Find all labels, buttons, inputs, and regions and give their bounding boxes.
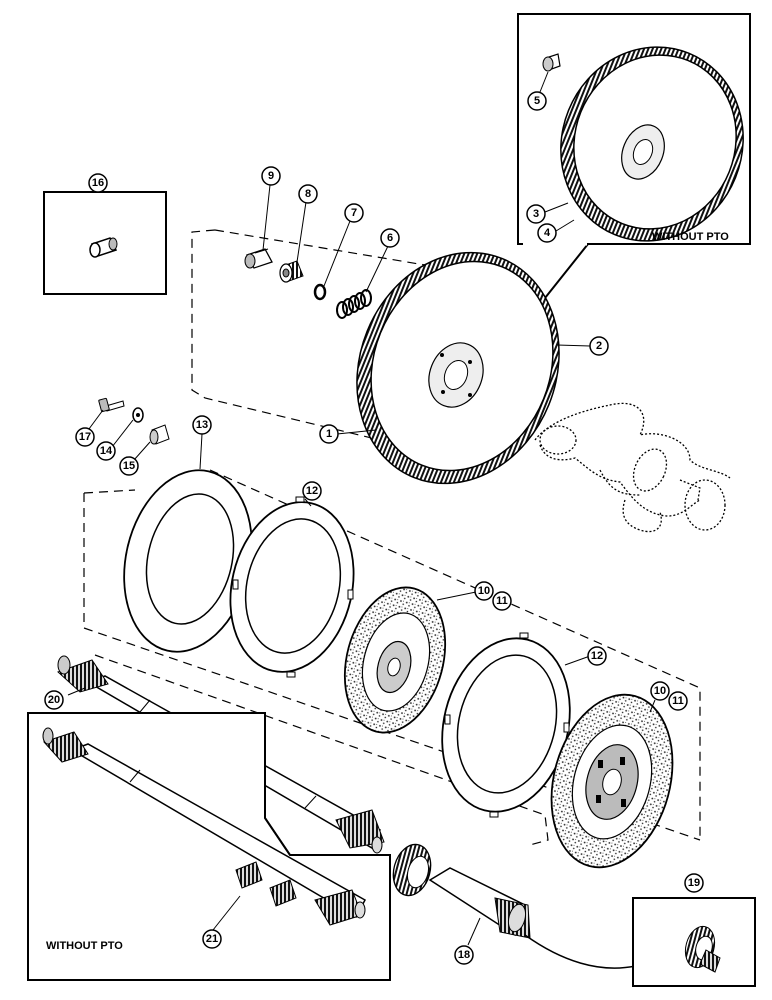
svg-text:2: 2 [596,340,602,352]
callout-17: 17 [75,427,95,447]
gear-19 [684,925,721,973]
callout-9: 9 [261,166,281,186]
spacer-15 [149,424,170,445]
gear-8 [279,260,304,283]
svg-text:11: 11 [672,695,684,707]
callout-16: 16 [88,173,108,193]
snap-ring-7 [313,283,327,301]
inset-box-19 [632,897,756,987]
callout-3: 3 [526,204,546,224]
callout-10-a: 10 [474,581,494,601]
callout-1: 1 [319,424,339,444]
callout-15: 15 [119,456,139,476]
pilot-bushing-16 [89,237,118,258]
dashed-outline-flywheel-group [191,229,456,441]
separator-plate-12 [229,496,355,678]
callout-12-a: 12 [302,481,322,501]
callout-21: 21 [202,929,222,949]
callout-14: 14 [96,441,116,461]
svg-text:8: 8 [305,188,311,200]
svg-text:20: 20 [48,694,60,706]
callout-8: 8 [298,184,318,204]
svg-text:13: 13 [196,419,208,431]
callout-12-b: 12 [587,646,607,666]
callout-10-b: 10 [650,681,670,701]
callout-13: 13 [192,415,212,435]
callout-18: 18 [454,945,474,965]
callout-11-b: 11 [668,691,688,711]
svg-text:14: 14 [100,445,113,457]
svg-text:9: 9 [268,170,274,182]
svg-text:16: 16 [92,177,104,189]
shaft-21 [42,727,367,926]
svg-text:21: 21 [206,933,218,945]
flywheel-without-pto-3 [560,46,744,242]
svg-text:10: 10 [654,685,666,697]
caption-without-pto-shaft: WITHOUT PTO [46,940,123,952]
svg-text:3: 3 [533,208,539,220]
inset-box-shaft-without-pto: WITHOUT PTO [27,712,391,981]
spring-6 [336,289,372,319]
inset-box-16 [43,191,167,295]
bearing-9 [244,248,273,269]
svg-text:6: 6 [387,232,393,244]
clutch-disc-10-11-a [343,586,447,734]
callout-7: 7 [344,203,364,223]
svg-text:11: 11 [496,595,508,607]
callout-6: 6 [380,228,400,248]
callout-19: 19 [684,873,704,893]
caption-without-pto-flywheel: WITHOUT PTO [652,231,729,243]
svg-text:17: 17 [79,431,91,443]
dowel-pin-5 [542,53,561,72]
flywheel-1 [356,251,560,485]
separator-plate-12-b [441,632,571,818]
svg-text:10: 10 [478,585,490,597]
callout-20: 20 [44,690,64,710]
svg-text:5: 5 [534,95,540,107]
svg-text:1: 1 [326,428,332,440]
svg-text:4: 4 [544,227,551,239]
callouts: 1 2 3 4 5 6 7 8 9 10 11 10 11 12 12 13 1… [44,91,704,965]
callout-4: 4 [537,223,557,243]
svg-text:7: 7 [351,207,357,219]
svg-text:15: 15 [123,460,135,472]
washer-14 [132,407,144,423]
svg-text:19: 19 [688,877,700,889]
dashed-outline-clutch-pack [83,469,701,846]
svg-text:18: 18 [458,949,470,961]
inset-box-flywheel-without-pto: WITHOUT PTO [517,13,751,299]
callout-5: 5 [527,91,547,111]
callout-2: 2 [589,336,609,356]
clutch-disc-10-11-b [550,693,674,869]
bolt-17 [98,397,125,413]
plate-13 [123,469,253,653]
crankshaft [534,402,731,533]
callout-11-a: 11 [492,591,512,611]
pto-shaft-18 [392,843,531,939]
svg-text:12: 12 [306,485,318,497]
svg-text:12: 12 [591,650,603,662]
